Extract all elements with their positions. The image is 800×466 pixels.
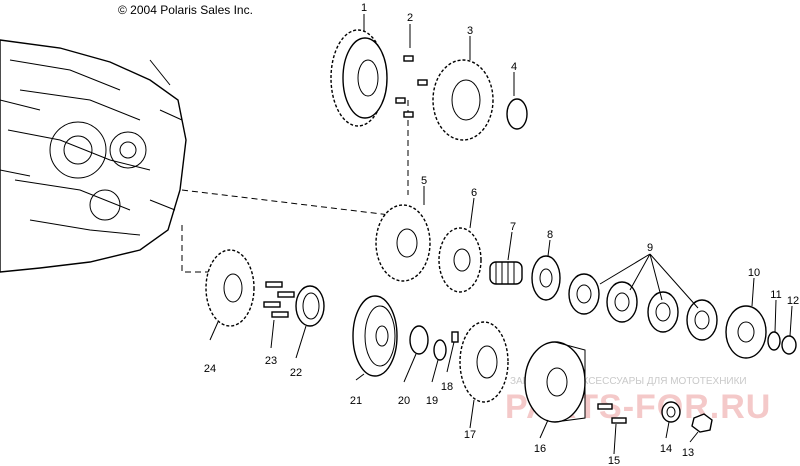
- callout-24: 24: [204, 363, 216, 375]
- callout-6: 6: [471, 187, 477, 199]
- nut-part-13: [691, 413, 713, 433]
- callout-22: 22: [290, 367, 302, 379]
- callout-17: 17: [464, 429, 476, 441]
- callout-8: 8: [547, 229, 553, 241]
- callout-15: 15: [608, 455, 620, 466]
- gear-part-5: [375, 204, 431, 282]
- callout-14: 14: [660, 443, 672, 455]
- watermark-tagline: ЗАПЧАСТИ И АКСЕССУАРЫ ДЛЯ МОТОТЕХНИКИ: [510, 376, 747, 387]
- ring-part-20: [409, 325, 429, 355]
- callout-3: 3: [467, 25, 473, 37]
- callout-19: 19: [426, 395, 438, 407]
- pin-part-2: [395, 55, 428, 118]
- washer-part-11: [767, 331, 781, 351]
- copyright-notice: © 2004 Polaris Sales Inc.: [118, 3, 253, 17]
- callout-4: 4: [511, 61, 517, 73]
- gear-part-6: [438, 227, 482, 293]
- callout-18: 18: [441, 381, 453, 393]
- gear-part-17: [459, 321, 509, 403]
- callout-9: 9: [647, 242, 653, 254]
- callout-2: 2: [407, 12, 413, 24]
- drum-part-16: [524, 341, 586, 423]
- gear-part-1: [330, 29, 388, 127]
- callout-12: 12: [787, 295, 799, 307]
- needle-bearing-part-7: [489, 261, 523, 285]
- assembly-line: [181, 225, 210, 273]
- gear-part-3: [432, 59, 494, 141]
- gear-part-24: [205, 249, 255, 327]
- callout-21: 21: [350, 395, 362, 407]
- ring-part-19: [433, 339, 447, 361]
- bolts-part-23: [263, 281, 295, 318]
- gear-part-21: [352, 295, 398, 377]
- seal-part-22: [295, 285, 325, 327]
- leader-lines: [209, 14, 793, 455]
- snap-ring-part-4: [506, 98, 528, 130]
- callout-1: 1: [361, 2, 367, 14]
- callout-5: 5: [421, 175, 427, 187]
- key-part-18: [451, 331, 459, 343]
- callout-23: 23: [265, 355, 277, 367]
- washer-part-14: [661, 401, 681, 423]
- callout-labels: 1 2 3 4 5 6 7 8 9 10 11 12 13 14 15 16 1…: [204, 2, 799, 466]
- callout-11: 11: [770, 289, 781, 301]
- assembly-line: [181, 189, 391, 216]
- bolt-part-15: [597, 403, 627, 424]
- hub-part-10: [725, 305, 767, 359]
- callout-20: 20: [398, 395, 410, 407]
- clutch-plates-part-9: [568, 253, 718, 341]
- callout-13: 13: [682, 447, 694, 459]
- callout-10: 10: [748, 267, 760, 279]
- engine-case: [0, 39, 187, 273]
- washer-part-8: [531, 255, 561, 301]
- callout-16: 16: [534, 443, 546, 455]
- nut-part-12: [781, 335, 797, 355]
- callout-7: 7: [510, 221, 516, 233]
